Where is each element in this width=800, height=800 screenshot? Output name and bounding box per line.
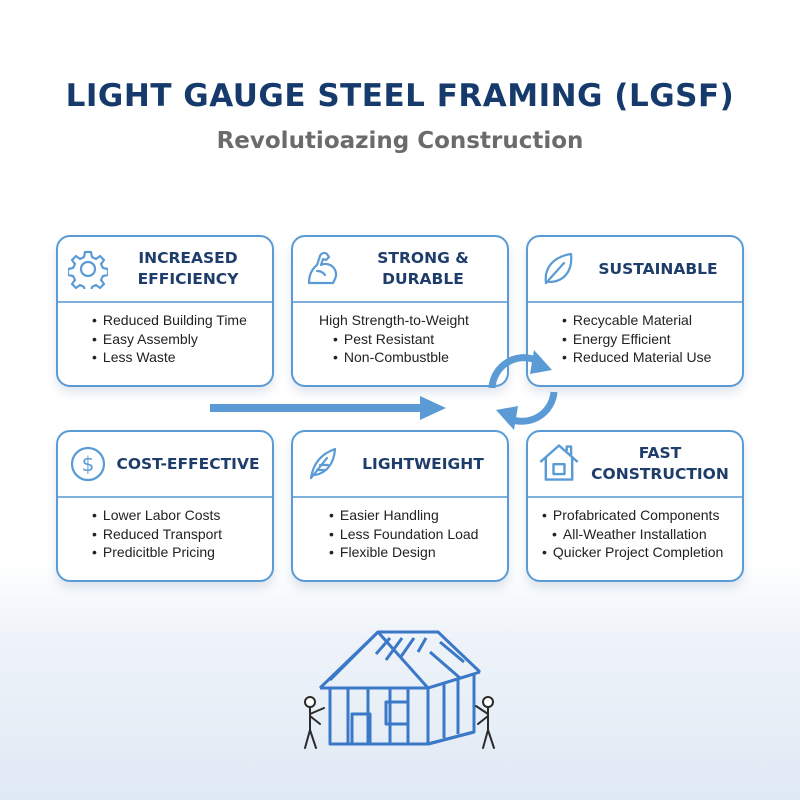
- feather-icon: [309, 447, 337, 480]
- card-heading: SUSTAINABLE: [580, 237, 736, 301]
- card-fast-construction: FAST CONSTRUCTION Profabricated Componen…: [526, 430, 744, 582]
- feature-list: High Strength-to-Weight Pest Resistant N…: [293, 311, 533, 367]
- heading-line: CONSTRUCTION: [591, 465, 729, 483]
- card-header: INCREASED EFFICIENCY: [58, 237, 272, 303]
- heading-line: SUSTAINABLE: [598, 259, 718, 278]
- card-heading: FAST CONSTRUCTION: [584, 432, 736, 496]
- worker-left: [304, 696, 325, 749]
- card-cost-effective: $ COST-EFFECTIVE Lower Labor Costs Reduc…: [56, 430, 274, 582]
- list-item: Reduced Transport: [92, 525, 306, 544]
- feature-list: Profabricated Components All-Weather Ins…: [528, 506, 756, 562]
- feature-list: Recycable Material Energy Efficient Redu…: [528, 311, 776, 367]
- card-heading: COST-EFFECTIVE: [110, 432, 266, 496]
- list-item: Reduced Material Use: [562, 348, 776, 367]
- leaf-icon: [544, 252, 573, 285]
- heading-line: COST-EFFECTIVE: [116, 454, 260, 473]
- card-header: STRONG & DURABLE: [293, 237, 507, 303]
- list-item: Profabricated Components: [542, 506, 756, 525]
- card-heading: LIGHTWEIGHT: [345, 432, 501, 496]
- list-item: Less Waste: [92, 348, 306, 367]
- card-strong-durable: STRONG & DURABLE High Strength-to-Weight…: [291, 235, 509, 387]
- list-item: Energy Efficient: [562, 330, 776, 349]
- list-item: Non-Combustble: [319, 348, 533, 367]
- list-item: Easy Assembly: [92, 330, 306, 349]
- gear-icon: [68, 250, 108, 289]
- list-item: Pest Resistant: [319, 330, 533, 349]
- list-item: Reduced Building Time: [92, 311, 306, 330]
- dollar-coin-icon: $: [70, 446, 106, 482]
- card-header: LIGHTWEIGHT: [293, 432, 507, 498]
- worker-right: [475, 696, 495, 749]
- card-sustainable: SUSTAINABLE Recycable Material Energy Ef…: [526, 235, 744, 387]
- list-item: Easier Handling: [329, 506, 543, 525]
- card-heading: STRONG & DURABLE: [345, 237, 501, 301]
- right-arrow-icon: [210, 396, 446, 420]
- card-increased-efficiency: INCREASED EFFICIENCY Reduced Building Ti…: [56, 235, 274, 387]
- house-icon: [539, 444, 579, 481]
- steel-frame-house-illustration: [304, 630, 495, 749]
- heading-line: LIGHTWEIGHT: [362, 454, 484, 473]
- heading-line: INCREASED: [138, 249, 238, 267]
- list-item: Lower Labor Costs: [92, 506, 306, 525]
- flexed-arm-icon: [307, 251, 338, 285]
- card-lightweight: LIGHTWEIGHT Easier Handling Less Foundat…: [291, 430, 509, 582]
- list-item: All-Weather Installation: [542, 525, 756, 544]
- feature-list: Lower Labor Costs Reduced Transport Pred…: [58, 506, 306, 562]
- list-item: Predicitble Pricing: [92, 543, 306, 562]
- card-header: SUSTAINABLE: [528, 237, 742, 303]
- svg-text:$: $: [82, 452, 95, 476]
- card-header: $ COST-EFFECTIVE: [58, 432, 272, 498]
- card-header: FAST CONSTRUCTION: [528, 432, 742, 498]
- list-lead: High Strength-to-Weight: [319, 312, 469, 328]
- heading-line: FAST: [638, 444, 682, 462]
- heading-line: STRONG & DURABLE: [377, 249, 469, 288]
- card-heading: INCREASED EFFICIENCY: [110, 237, 266, 301]
- page-title: LIGHT GAUGE STEEL FRAMING (LGSF): [65, 78, 735, 114]
- page-subtitle: Revolutioazing Construction: [216, 128, 584, 154]
- list-item: Less Foundation Load: [329, 525, 543, 544]
- list-item: Recycable Material: [562, 311, 776, 330]
- feature-list: Easier Handling Less Foundation Load Fle…: [293, 506, 543, 562]
- feature-list: Reduced Building Time Easy Assembly Less…: [58, 311, 306, 367]
- list-item: Quicker Project Completion: [542, 543, 756, 562]
- list-item: Flexible Design: [329, 543, 543, 562]
- heading-line: EFFICIENCY: [137, 270, 239, 288]
